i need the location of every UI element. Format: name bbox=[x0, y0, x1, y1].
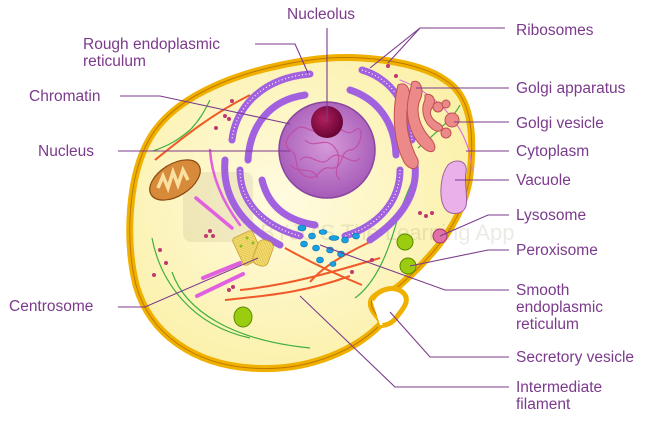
smooth-endoplasmic-reticulum bbox=[297, 224, 360, 267]
mitochondrion bbox=[149, 159, 201, 201]
label-nucleolus: Nucleolus bbox=[287, 6, 356, 23]
label-peroxisome: Peroxisome bbox=[516, 242, 598, 259]
leader-lines bbox=[118, 27, 509, 388]
label-lysosome: Lysosome bbox=[516, 207, 587, 224]
leader-chromatin bbox=[120, 95, 291, 125]
secretory-vesicle bbox=[369, 286, 409, 328]
label-centrosome: Centrosome bbox=[9, 298, 94, 315]
centrosome bbox=[232, 230, 274, 267]
label-cytoplasm: Cytoplasm bbox=[516, 143, 590, 160]
label-rough-er-line1: Rough endoplasmic bbox=[83, 36, 221, 53]
vacuole bbox=[440, 160, 468, 214]
peroxisome bbox=[399, 257, 417, 275]
label-smooth-er-line1: Smooth bbox=[516, 282, 570, 299]
leader-ribosomes-b bbox=[387, 27, 421, 64]
golgi-vesicles bbox=[432, 99, 460, 139]
label-rough-er-line2: reticulum bbox=[83, 53, 146, 70]
leader-centrosome bbox=[118, 257, 259, 308]
label-intermediate-filament: Intermediate filament bbox=[516, 379, 602, 413]
leader-smooth-er bbox=[319, 244, 509, 291]
leader-intermediate-filament bbox=[299, 295, 509, 388]
label-vacuole: Vacuole bbox=[516, 172, 571, 189]
label-golgi-apparatus: Golgi apparatus bbox=[516, 80, 626, 97]
peroxisome bbox=[396, 233, 414, 251]
leader-secretory-vesicle bbox=[389, 311, 509, 358]
intermediate-filaments bbox=[154, 94, 381, 301]
leader-rough-er bbox=[255, 43, 309, 74]
ribosomes bbox=[152, 64, 434, 292]
label-ribosomes: Ribosomes bbox=[516, 22, 594, 39]
golgi-apparatus bbox=[393, 80, 443, 169]
label-smooth-er-line2: endoplasmic bbox=[516, 299, 604, 316]
rough-endoplasmic-reticulum bbox=[221, 66, 419, 249]
leader-peroxisome bbox=[409, 249, 509, 267]
label-smooth-endoplasmic-reticulum: Smooth endoplasmic reticulum bbox=[516, 282, 603, 333]
label-intermediate-filament-line1: Intermediate bbox=[516, 379, 603, 396]
label-chromatin: Chromatin bbox=[29, 88, 101, 105]
label-nucleus: Nucleus bbox=[38, 143, 94, 160]
label-golgi-vesicle: Golgi vesicle bbox=[516, 115, 604, 132]
label-secretory-vesicle: Secretory vesicle bbox=[516, 349, 635, 366]
leader-lysosome bbox=[439, 214, 509, 237]
label-smooth-er-line3: reticulum bbox=[516, 316, 579, 333]
label-rough-endoplasmic-reticulum: Rough endoplasmic reticulum bbox=[83, 36, 220, 70]
peroxisome bbox=[233, 306, 253, 328]
label-intermediate-filament-line2: filament bbox=[516, 396, 571, 413]
